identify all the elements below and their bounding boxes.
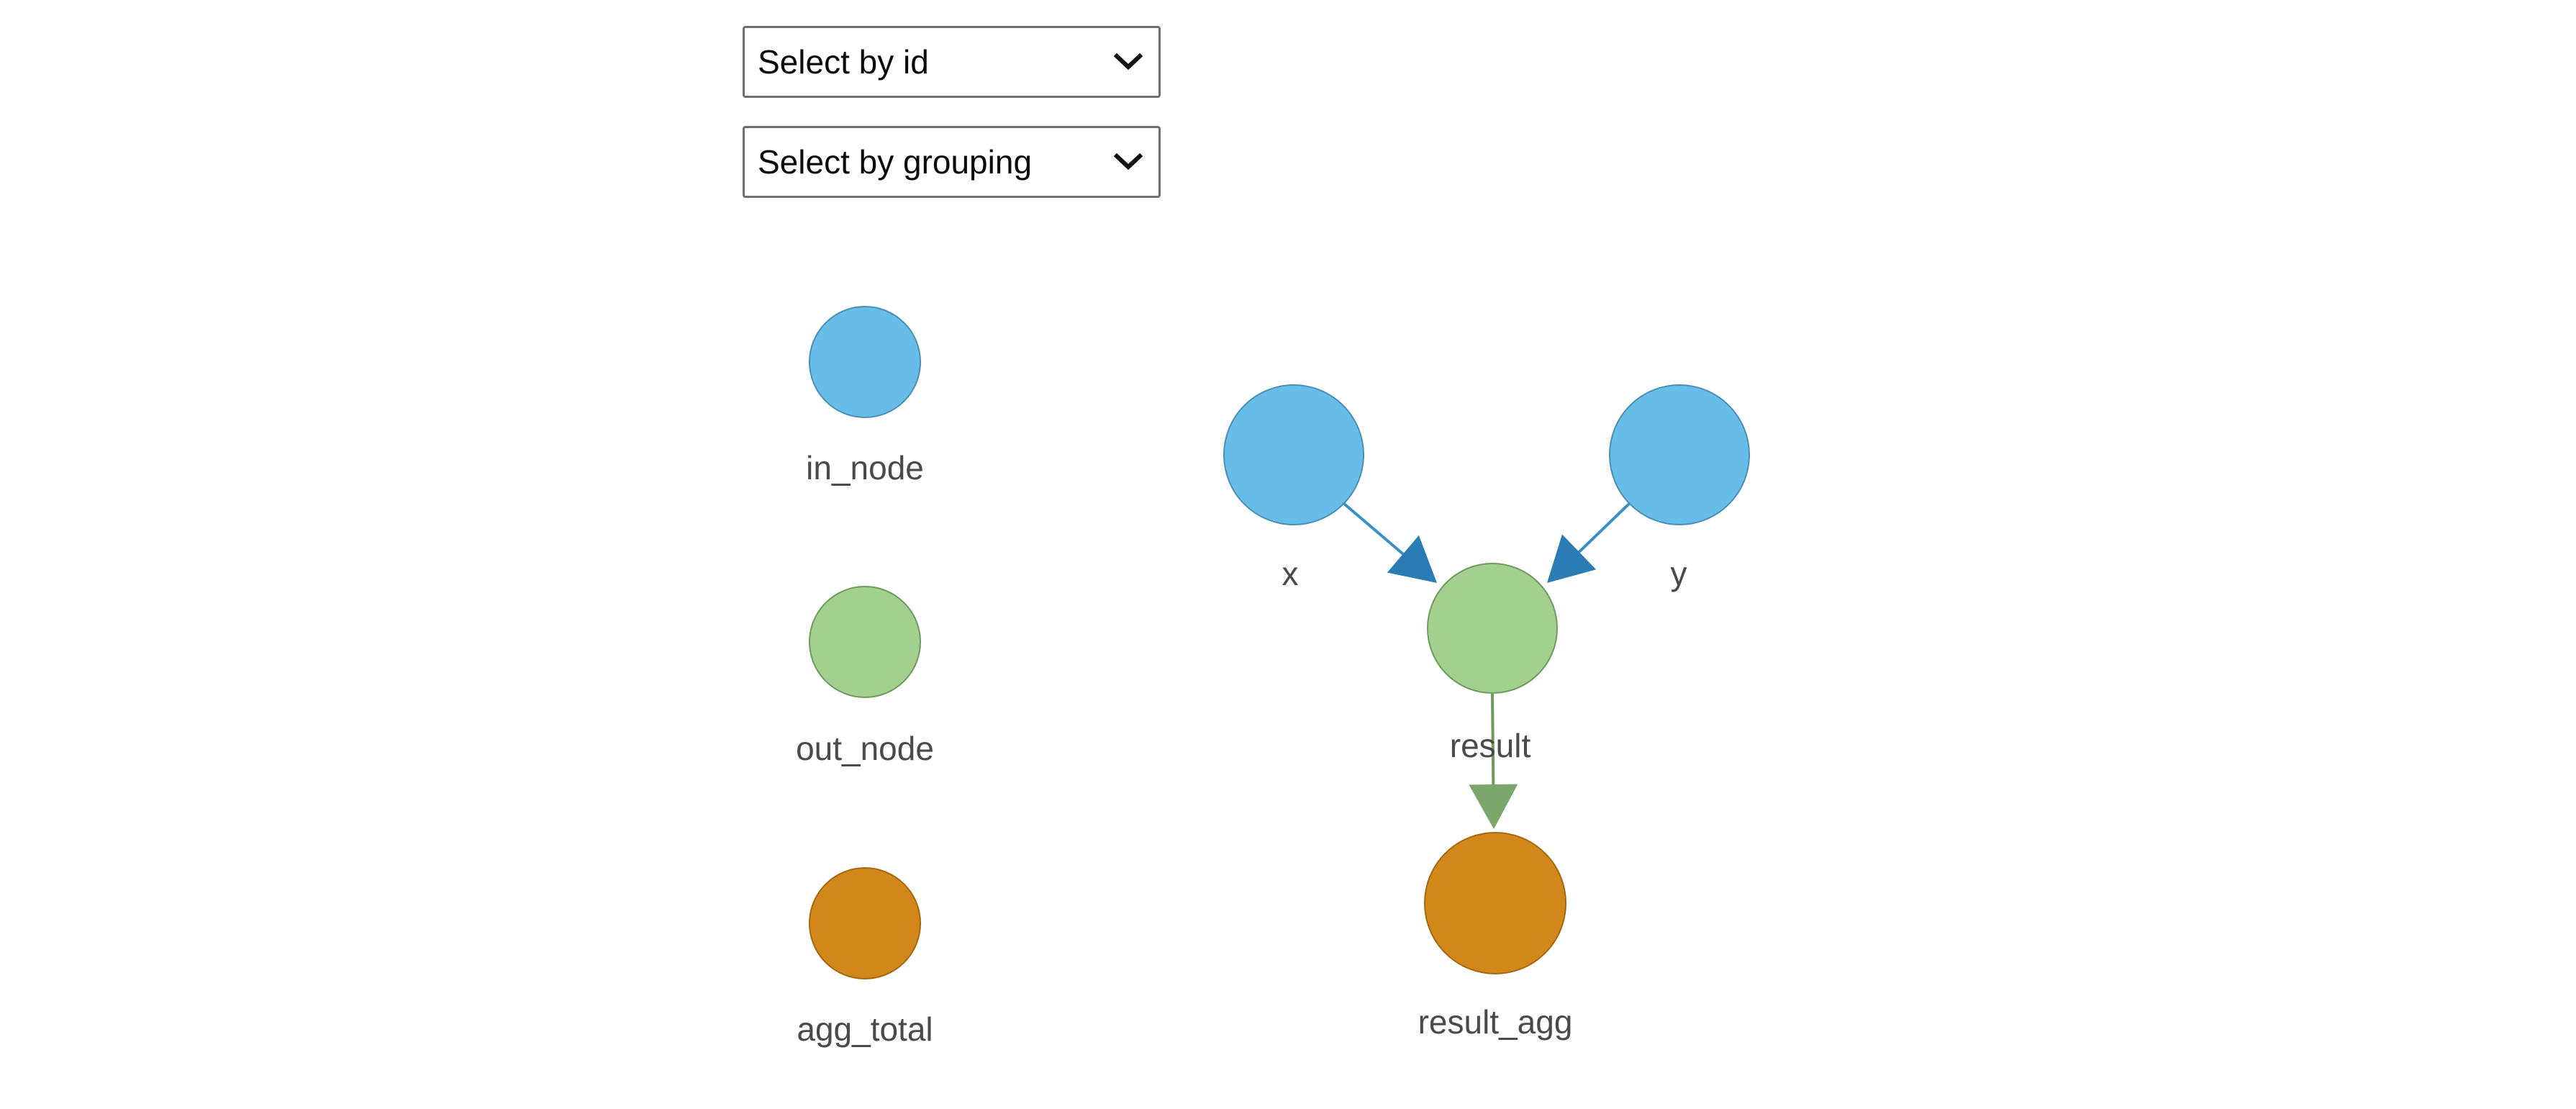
legend-label-out-node: out_node: [796, 730, 934, 767]
select-by-id-dropdown[interactable]: Select by id: [743, 26, 1161, 98]
select-by-id-label: Select by id: [758, 43, 929, 81]
node-label-y: y: [1670, 555, 1687, 592]
legend-swatch-out-node[interactable]: [809, 586, 921, 698]
selector-panel: Select by id Select by grouping: [743, 26, 1161, 198]
legend-label-in-node: in_node: [806, 449, 924, 486]
arrowhead-x-to-result: [1387, 535, 1437, 583]
legend-label-agg-total: agg_total: [797, 1010, 933, 1048]
graph-node-result[interactable]: [1427, 563, 1558, 694]
chevron-down-icon: [1114, 153, 1143, 171]
graph-node-x[interactable]: [1223, 384, 1364, 525]
edge-result-to-result_agg: [1491, 693, 1495, 794]
legend-swatch-agg-total[interactable]: [809, 867, 921, 979]
edge-y-to-result: [1572, 502, 1631, 559]
legend-swatch-in-node[interactable]: [809, 306, 921, 418]
arrowhead-y-to-result: [1547, 534, 1597, 583]
node-label-result: result: [1449, 727, 1531, 764]
edge-x-to-result: [1343, 502, 1411, 561]
select-by-grouping-dropdown[interactable]: Select by grouping: [743, 126, 1161, 198]
graph-node-y[interactable]: [1609, 384, 1750, 525]
node-label-x: x: [1282, 555, 1299, 592]
select-by-grouping-label: Select by grouping: [758, 143, 1033, 181]
chevron-down-icon: [1114, 53, 1143, 71]
arrowhead-result-to-result_agg: [1469, 784, 1518, 829]
graph-node-result-agg[interactable]: [1424, 832, 1566, 974]
node-label-result-agg: result_agg: [1418, 1003, 1573, 1041]
